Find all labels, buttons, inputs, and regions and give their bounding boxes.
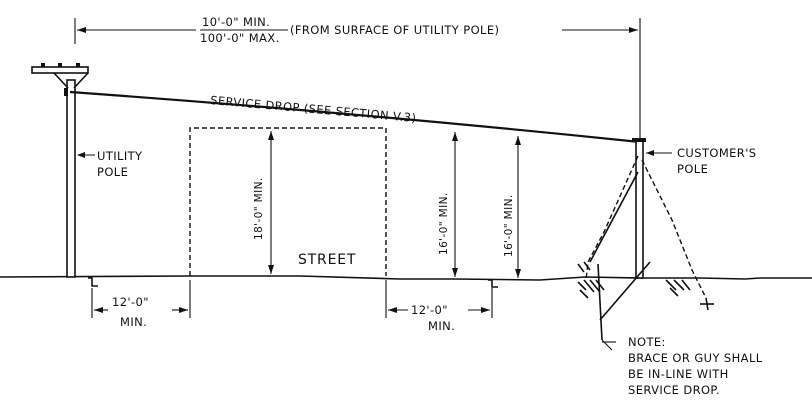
note-leader-a: [597, 263, 603, 341]
insulator-3: [76, 63, 80, 67]
setback-left-arrow-b: [179, 307, 188, 313]
setback-left-unit: MIN.: [120, 315, 147, 329]
customers-pole-attachment: [632, 138, 646, 142]
utility-pole-label-2: POLE: [97, 165, 128, 179]
clearance-right-arrow-top: [515, 136, 521, 145]
top-dim-arrow-left: [77, 27, 86, 33]
ground-line: [0, 275, 812, 281]
note-line-2: BE IN-LINE WITH: [628, 367, 729, 381]
setback-right-value: 12'-0": [411, 303, 448, 317]
street-clearance-envelope: [189, 127, 387, 276]
utility-pole-brace-right: [73, 72, 89, 89]
insulator-1: [41, 63, 45, 67]
insulator-2: [58, 63, 62, 67]
note-line-3: SERVICE DROP.: [628, 383, 720, 397]
street-clearance: 18'-0" MIN. STREET: [189, 127, 387, 276]
note-line-1: BRACE OR GUY SHALL: [628, 351, 763, 365]
curb-right: [488, 279, 498, 288]
setback-left: 12'-0" MIN.: [91, 280, 191, 329]
clearance-middle-arrow-top: [452, 132, 458, 141]
clearance-middle-arrow-bottom: [452, 268, 458, 277]
clearance-middle-label: 16'-0" MIN.: [438, 192, 450, 255]
top-dim-arrow-right: [629, 27, 638, 33]
curb-left: [88, 277, 98, 287]
curbs: [88, 277, 498, 288]
setback-right: 12'-0" MIN.: [385, 280, 493, 333]
street-clearance-label: 18'-0" MIN.: [253, 177, 265, 240]
customers-pole-label-2: POLE: [677, 162, 708, 176]
street-clearance-arrow-bottom: [268, 265, 274, 274]
street-clearance-arrow-top: [268, 131, 274, 140]
setback-right-arrow-a: [388, 307, 397, 313]
customers-pole-label-1: CUSTOMER'S: [677, 146, 756, 160]
clearance-right: 16'-0" MIN.: [503, 136, 521, 278]
setback-right-arrow-b: [481, 307, 490, 313]
note-block: NOTE: BRACE OR GUY SHALL BE IN-LINE WITH…: [602, 335, 763, 397]
service-drop-label: SERVICE DROP (SEE SECTION V.3): [210, 93, 417, 125]
utility-pole-shaft: [66, 79, 76, 278]
brace-dashed-left: [585, 155, 639, 281]
utility-pole-leader-arrow: [77, 152, 85, 158]
customers-pole: CUSTOMER'S POLE: [577, 138, 756, 351]
top-dim-max-label: 100'-0" MAX.: [200, 31, 280, 45]
clearance-middle: 16'-0" MIN.: [438, 132, 458, 277]
service-attachment-left: [64, 88, 68, 96]
soil-hatch-right: [665, 279, 691, 297]
street-label: STREET: [298, 252, 356, 268]
top-dimension: 10'-0" MIN. 100'-0" MAX. (FROM SURFACE O…: [74, 15, 641, 140]
service-drop: SERVICE DROP (SEE SECTION V.3): [69, 90, 641, 144]
utility-pole: UTILITY POLE: [31, 63, 143, 278]
clearance-right-label: 16'-0" MIN.: [503, 194, 515, 257]
setback-left-value: 12'-0": [112, 295, 149, 309]
clearance-right-arrow-bottom: [515, 269, 521, 278]
setback-left-arrow-a: [94, 307, 103, 313]
setback-right-unit: MIN.: [428, 319, 455, 333]
service-drop-wire: [69, 90, 641, 144]
customers-pole-leader-arrow: [646, 150, 654, 156]
guy-dashed-right: [641, 159, 707, 299]
utility-pole-brace-left: [53, 72, 69, 89]
top-dim-min-label: 10'-0" MIN.: [202, 15, 270, 29]
note-heading: NOTE:: [628, 335, 666, 349]
utility-pole-crossarm: [31, 66, 89, 74]
top-dim-note: (FROM SURFACE OF UTILITY POLE): [290, 23, 499, 37]
brace-solid: [589, 171, 639, 263]
soil-hatch-left: [577, 261, 605, 299]
utility-pole-label-1: UTILITY: [97, 149, 143, 163]
base-diagonal: [599, 261, 651, 321]
